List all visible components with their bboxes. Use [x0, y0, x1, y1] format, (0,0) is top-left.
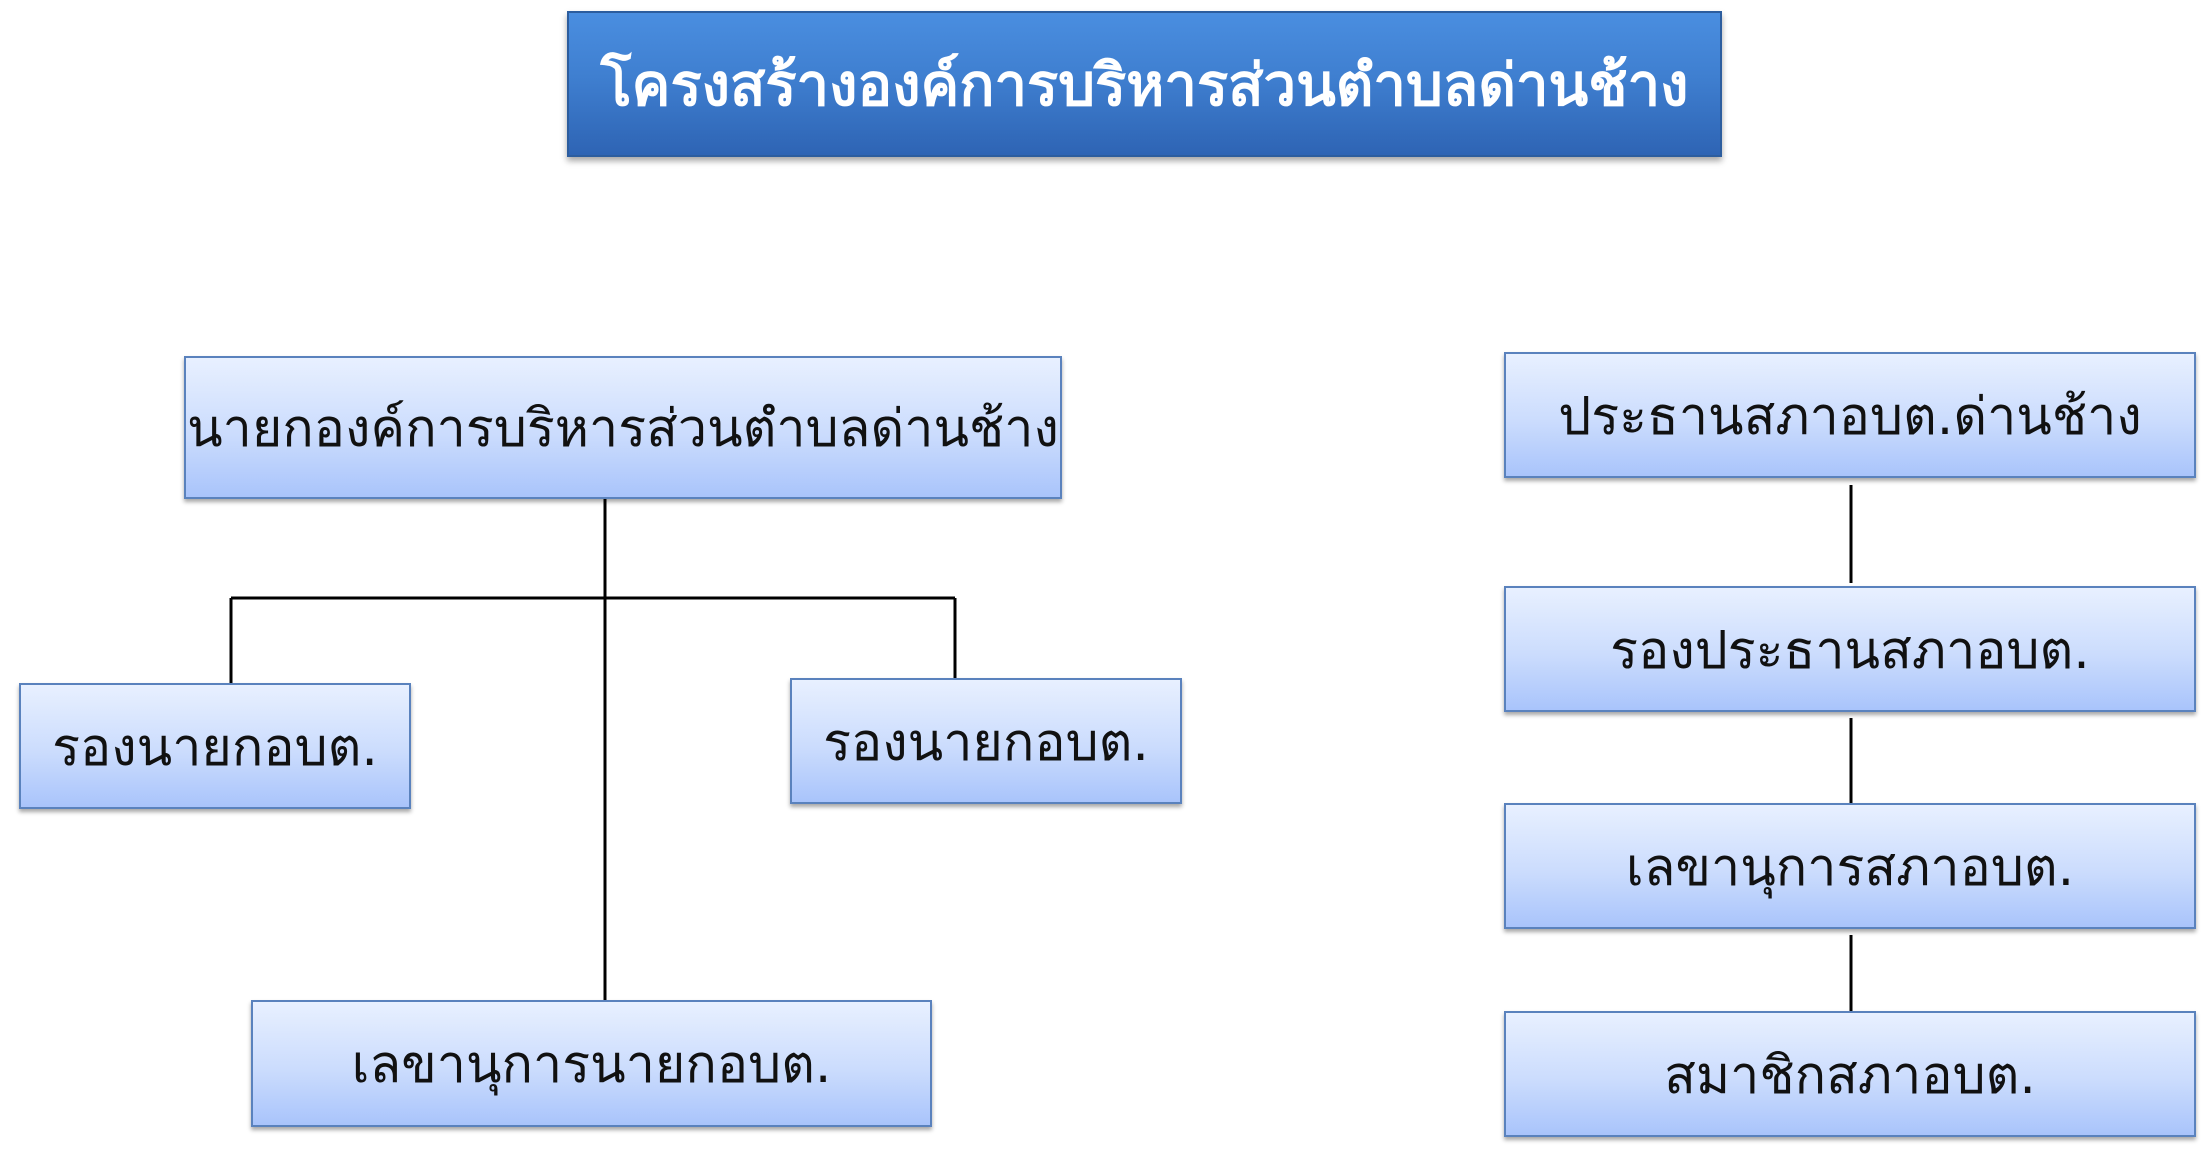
- chief-secretary-box: เลขานุการนายกอบต.: [251, 1000, 932, 1127]
- chart-title: โครงสร้างองค์การบริหารส่วนตำบลด่านช้าง: [567, 11, 1722, 157]
- council-vice-president-box: รองประธานสภาอบต.: [1504, 586, 2196, 712]
- council-secretary-box: เลขานุการสภาอบต.: [1504, 803, 2196, 929]
- chief-executive-box: นายกองค์การบริหารส่วนตำบลด่านช้าง: [184, 356, 1062, 499]
- deputy-chief-left-box: รองนายกอบต.: [19, 683, 411, 809]
- council-president-box: ประธานสภาอบต.ด่านช้าง: [1504, 352, 2196, 478]
- council-members-box: สมาชิกสภาอบต.: [1504, 1011, 2196, 1137]
- deputy-chief-right-box: รองนายกอบต.: [790, 678, 1182, 804]
